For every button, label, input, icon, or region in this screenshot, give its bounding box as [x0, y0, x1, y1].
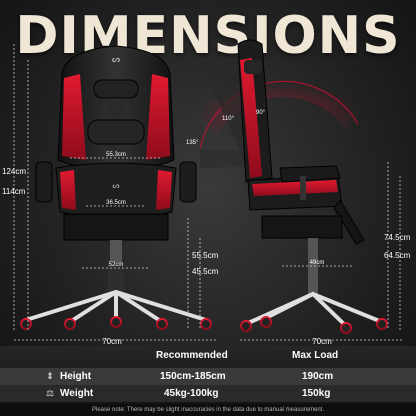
side-seat-depth-label: 49cm — [310, 260, 325, 266]
side-dimension-lines — [240, 162, 404, 341]
spec-row-weight: ⚖ Weight 45kg-100kg 150kg — [0, 385, 416, 402]
spec-max-weight: 150kg — [302, 388, 331, 399]
front-chair: ᔕ ᔕ — [20, 45, 212, 330]
seat-width-label: 36.5cm — [106, 200, 126, 206]
angle-upright-label: 90° — [256, 110, 266, 116]
disclaimer-note: Please note: There may be slight inaccur… — [0, 404, 416, 416]
svg-text:ᔕ: ᔕ — [112, 55, 120, 65]
svg-text:ᔕ: ᔕ — [112, 181, 119, 190]
front-seat-to-top-label: 114cm — [2, 187, 26, 196]
side-chair — [182, 39, 388, 334]
armrest-height-min-label: 64.5cm — [384, 251, 411, 260]
spec-col-recommended: Recommended — [156, 350, 228, 361]
person-weight-icon: ⚖ — [45, 388, 55, 398]
angle-rear-label: 110° — [222, 116, 235, 122]
spec-label-weight: Weight — [60, 388, 94, 399]
spec-label-height: Height — [60, 371, 92, 382]
spec-row-height: ⇕ Height 150cm-185cm 190cm — [0, 368, 416, 385]
person-height-icon: ⇕ — [46, 371, 54, 381]
seat-height-max-label: 55.5cm — [192, 251, 219, 260]
front-base-width-label: 70cm — [102, 337, 122, 346]
spec-recommended-height: 150cm-185cm — [160, 371, 226, 382]
armrest-height-max-label: 74.5cm — [384, 233, 411, 242]
spec-table: Recommended Max Load ⇕ Height 150cm-185c… — [0, 346, 416, 404]
seat-depth-label: 52cm — [109, 262, 124, 268]
side-base-length-label: 70cm — [312, 337, 332, 346]
front-total-height-label: 124cm — [2, 167, 26, 176]
angle-recline-label: 135° — [186, 140, 199, 146]
spec-col-maxload: Max Load — [292, 350, 339, 361]
spec-recommended-weight: 45kg-100kg — [164, 388, 219, 399]
backrest-width-label: 55.3cm — [106, 152, 126, 158]
spec-max-height: 190cm — [302, 371, 334, 382]
front-dimension-lines — [13, 44, 216, 341]
seat-height-min-label: 45.5cm — [192, 267, 219, 276]
